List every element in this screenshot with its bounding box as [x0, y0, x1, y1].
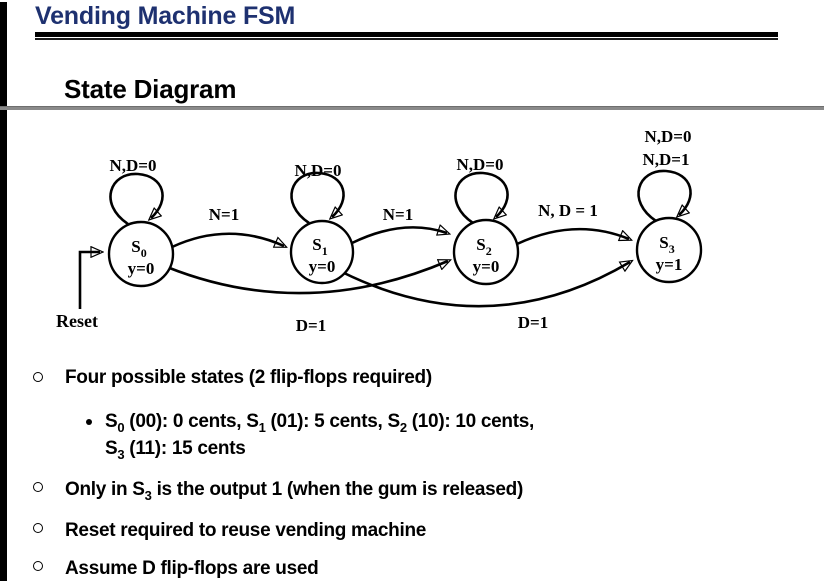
self-loop-label-s3-a: N,D=0: [645, 127, 692, 146]
ring-bullet-icon: [33, 372, 43, 382]
self-loop-s3: [637, 169, 692, 223]
left-edge-bar: [0, 2, 7, 581]
transition-label-s2-s3: N, D = 1: [538, 201, 598, 220]
ring-bullet-icon: [33, 561, 43, 571]
transition-label-s0-s2: D=1: [296, 316, 326, 335]
state-circle-s3: [635, 216, 703, 284]
state-circle-s0: [107, 220, 175, 288]
transition-s0-s2: [166, 261, 448, 295]
section-heading: State Diagram: [64, 74, 237, 104]
title-rule-thick-line: [35, 32, 778, 37]
bullet-item-1-sub: S0 (00): 0 cents, S1 (01): 5 cents, S2 (…: [105, 411, 534, 462]
state-label-s2: S2: [476, 235, 491, 258]
title-rule-gap: [35, 37, 778, 38]
bullet-item-4: Assume D flip-flops are used: [65, 558, 319, 579]
state-label-s3: S3: [659, 233, 674, 256]
self-loop-label-s3-b: N,D=1: [643, 150, 690, 169]
transition-label-s1-s3: D=1: [518, 313, 548, 332]
dot-bullet-icon: [86, 419, 92, 425]
self-loop-s0: [109, 172, 164, 226]
state-output-s1: y=0: [309, 257, 336, 276]
section-separator-line: [0, 106, 824, 110]
reset-label: Reset: [56, 311, 98, 331]
state-circle-s2: [452, 218, 520, 286]
transition-s1-s3: [341, 262, 630, 308]
bullet-item-3: Reset required to reuse vending machine: [65, 520, 427, 541]
transition-s0-s1: [171, 232, 284, 249]
fsm-state-diagram: Reset N,D=0 N,D=0 N,D=0 N,D=0 N,D=1 N=1 …: [56, 127, 703, 335]
bullet-item-1: Four possible states (2 flip-flops requi…: [65, 367, 432, 388]
reset-arrow: [78, 252, 100, 309]
self-loop-label-s2: N,D=0: [457, 155, 504, 174]
slide-title: Vending Machine FSM: [35, 2, 296, 30]
transition-label-s0-s1: N=1: [209, 205, 239, 224]
state-output-s0: y=0: [128, 259, 155, 278]
title-rule-thin-line: [35, 38, 778, 40]
self-loop-s2: [454, 171, 509, 225]
state-label-s1: S1: [312, 235, 327, 258]
state-output-s3: y=1: [656, 255, 683, 274]
self-loop-s1: [290, 171, 345, 225]
transition-label-s1-s2: N=1: [383, 205, 413, 224]
ring-bullet-icon: [33, 523, 43, 533]
state-output-s2: y=0: [473, 257, 500, 276]
transition-s2-s3: [516, 227, 629, 246]
state-label-s0: S0: [131, 237, 146, 260]
self-loop-label-s0: N,D=0: [110, 156, 157, 175]
transition-s1-s2: [351, 227, 447, 245]
state-circle-s1: [289, 219, 355, 285]
ring-bullet-icon: [33, 482, 43, 492]
title-double-rule: [35, 32, 778, 41]
self-loop-label-s1: N,D=0: [295, 161, 342, 180]
bullet-item-2: Only in S3 is the output 1 (when the gum…: [65, 479, 523, 503]
